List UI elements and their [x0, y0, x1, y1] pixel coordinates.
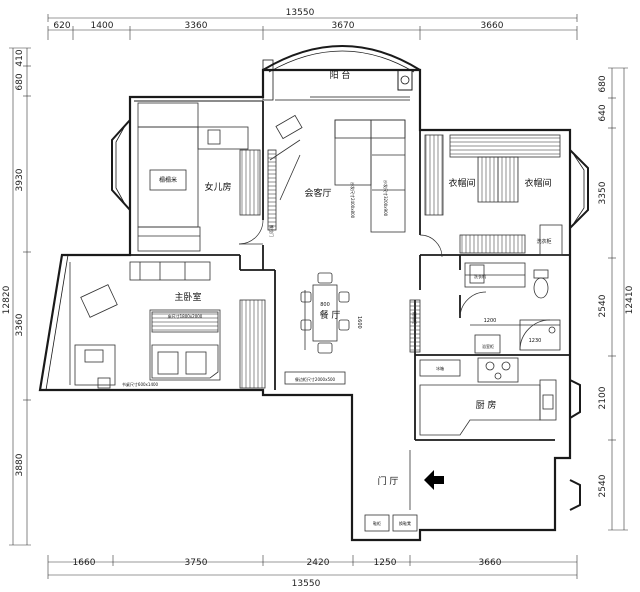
kitchen-fixtures [409, 299, 557, 436]
label-tatami: 榻榻米 [159, 176, 177, 184]
label-laundry: 洗衣柜 [536, 238, 551, 245]
dim-top-2: 1400 [91, 21, 114, 31]
dim-top-5: 3660 [481, 21, 504, 31]
room-balcony: 阳 台 [330, 69, 351, 81]
dim-right-1: 680 [598, 75, 608, 92]
door-cloakroom [419, 234, 443, 258]
door-daughter [238, 219, 264, 245]
dim-left-total: 12820 [2, 285, 12, 314]
label-master-desk: 书桌尺寸600x1400 [122, 381, 159, 387]
label-shoe-cabinet: 鞋柜 [373, 520, 381, 526]
dim-bottom-4: 1250 [374, 558, 397, 568]
label-door-sliding: 推拉门 [269, 225, 275, 237]
label-shower-d: 1230 [529, 338, 542, 344]
label-sofa: 沙发尺寸2400x800 [350, 182, 356, 219]
label-table-w: 800 [320, 302, 330, 308]
room-cloak-1: 衣帽间 [448, 177, 475, 189]
cloakroom-furniture [424, 134, 563, 256]
dim-right-3: 3350 [598, 181, 608, 204]
dim-left-3: 3930 [15, 168, 25, 191]
dim-right-5: 2100 [598, 386, 608, 409]
dim-right-total: 12410 [625, 285, 635, 314]
label-shoe-bench: 换鞋凳 [399, 520, 411, 526]
dining-furniture [284, 272, 350, 385]
dim-bottom-total: 13550 [292, 579, 321, 589]
dim-top-1: 620 [53, 21, 70, 31]
dimension-bottom [47, 555, 578, 579]
daughter-room-furniture [137, 102, 261, 252]
label-sofa-side: 沙发尺寸3200x900 [383, 180, 389, 217]
room-daughter: 女儿房 [204, 181, 231, 193]
label-table-l: 1600 [356, 316, 362, 329]
dim-left-5: 3880 [15, 453, 25, 476]
bay-windows [45, 119, 589, 511]
dimension-left [9, 47, 31, 546]
label-storage: 储物柜 [412, 312, 418, 324]
room-entrance: 门 厅 [378, 475, 399, 487]
label-sideboard: 餐边柜尺寸2000x500 [295, 376, 336, 382]
dimension-right [608, 67, 628, 531]
room-master: 主卧室 [174, 291, 201, 303]
entrance-arrow-icon [424, 470, 444, 490]
dim-right-6: 2540 [598, 474, 608, 497]
label-bathroom-cab: 浴室柜 [482, 343, 494, 349]
dim-top-3: 3360 [185, 21, 208, 31]
entrance-fixtures [364, 450, 418, 532]
living-room-furniture [267, 114, 406, 233]
dim-right-4: 2540 [598, 294, 608, 317]
dim-bottom-1: 1660 [73, 558, 96, 568]
label-master-bed: 床尺寸1800x2000 [168, 313, 203, 319]
room-living: 会客厅 [304, 187, 331, 199]
dimension-top [47, 14, 578, 40]
dim-left-4: 3360 [15, 313, 25, 336]
dim-bottom-5: 3660 [479, 558, 502, 568]
dim-left-1: 410 [15, 49, 25, 66]
balcony [262, 45, 421, 101]
bathroom-fixtures [459, 262, 561, 354]
label-shower-w: 1200 [484, 318, 497, 324]
label-fridge: 冰箱 [436, 365, 444, 371]
room-dining: 餐 厅 [320, 309, 341, 321]
label-washer: 洗衣机 [474, 273, 486, 279]
dim-right-2: 640 [598, 104, 608, 121]
dim-bottom-3: 2420 [307, 558, 330, 568]
room-cloak-2: 衣帽间 [524, 177, 551, 189]
room-kitchen: 厨 房 [476, 399, 497, 411]
dim-bottom-2: 3750 [185, 558, 208, 568]
dim-top-4: 3670 [332, 21, 355, 31]
master-bedroom-furniture [69, 261, 266, 389]
dim-left-2: 680 [15, 73, 25, 90]
dim-top-total: 13550 [286, 8, 315, 18]
